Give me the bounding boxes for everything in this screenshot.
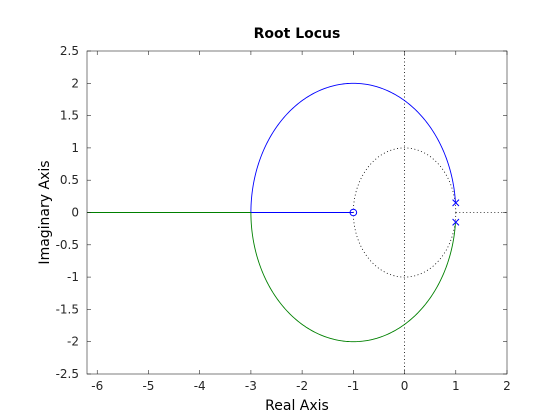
y-tick-label: 0: [71, 206, 79, 220]
x-tick-label: 1: [452, 379, 460, 393]
x-tick-label: -4: [194, 379, 206, 393]
y-tick-label: -2.5: [56, 367, 79, 381]
y-tick-label: 1: [71, 141, 79, 155]
x-tick-label: -2: [296, 379, 308, 393]
pole-zero-markers: [349, 199, 460, 226]
zero-marker-1: [349, 208, 358, 217]
x-tick-label: -6: [91, 379, 103, 393]
pole-marker-2: [452, 218, 460, 226]
y-tick-label: -0.5: [56, 238, 79, 252]
x-tick-label: -5: [142, 379, 154, 393]
x-axis-label: Real Axis: [265, 398, 329, 414]
y-tick-label: 0.5: [60, 173, 79, 187]
pole-stroke: [452, 218, 460, 226]
y-tick-label: -1.5: [56, 302, 79, 316]
x-tick-label: 0: [401, 379, 409, 393]
y-tick-label: 2: [71, 76, 79, 90]
pole-stroke: [452, 199, 460, 207]
x-tick-label: -1: [347, 379, 359, 393]
pole-marker-1: [452, 199, 460, 207]
axis-ticks: -6 -5 -4 -3 -2 -1 0 1 2 2.5 2 1.5 1 0.5 0 -0.5 -1 -1.5 -2 -…: [56, 44, 511, 393]
x-tick-label: -3: [245, 379, 257, 393]
y-tick-label: -1: [67, 270, 79, 284]
y-tick-label: -2: [67, 335, 79, 349]
y-axis-label: Imaginary Axis: [37, 160, 53, 264]
locus-branch-2-arc: [250, 212, 456, 343]
y-tick-label: 1.5: [60, 109, 79, 123]
chart-title: Root Locus: [254, 26, 341, 42]
x-tick-label: 2: [503, 379, 511, 393]
y-tick-label: 2.5: [60, 44, 79, 58]
locus-branches: [87, 82, 456, 343]
locus-branch-1-arc: [250, 82, 456, 213]
